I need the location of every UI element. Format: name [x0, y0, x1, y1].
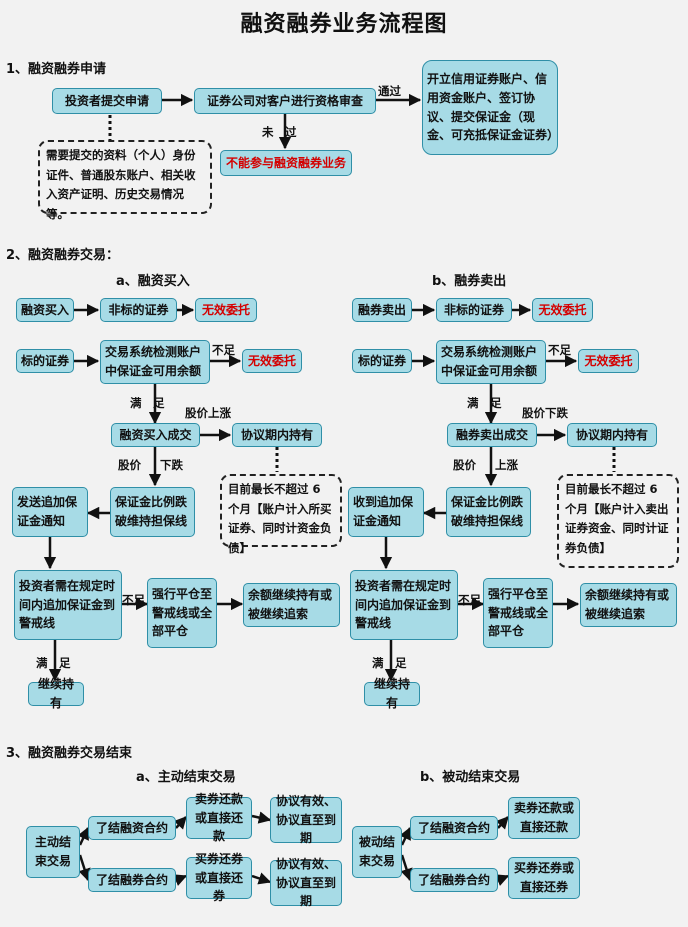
a-ratio-box: 保证金比例跌破维持担保线 [110, 487, 195, 537]
passive-close-sec-box: 了结融券合约 [410, 868, 498, 892]
a-price-label: 股价 [118, 458, 141, 472]
docs-note: 需要提交的资料（个人）身份证件、普通股东账户、相关收入资产证明、历史交易情况等。 [38, 140, 212, 221]
active-repay-sec-box: 买券还券或直接还券 [186, 852, 252, 903]
a-invalid2-box: 无效委托 [242, 349, 302, 373]
active-valid2-box: 协议有效、协议直至到期 [270, 857, 342, 908]
section-3-heading: 3、融资融券交易结束 [6, 746, 133, 761]
b-price-dir-label: 上涨 [495, 458, 518, 472]
a-nonstd-box: 非标的证券 [100, 298, 177, 322]
b-price-move-label: 股价下跌 [522, 406, 568, 420]
active-repay-cash-box: 卖券还款或直接还款 [186, 792, 252, 843]
a-force-box: 强行平仓至警戒线或全部平仓 [147, 578, 217, 648]
b-check-box: 交易系统检测账户中保证金可用余额 [436, 340, 546, 384]
b-force-box: 强行平仓至警戒线或全部平仓 [483, 578, 553, 648]
a-hold-note: 目前最长不超过 6 个月【账户计入所买证券、同时计资金负债】 [220, 474, 342, 555]
a-success-box: 融资买入成交 [111, 423, 200, 447]
a-hold-box: 协议期内持有 [232, 423, 322, 447]
a-std-box: 标的证券 [16, 349, 74, 373]
passive-repay-cash-box: 卖券还款或直接还款 [508, 797, 580, 839]
section-2-heading: 2、融资融券交易： [6, 248, 120, 263]
b-price-label: 股价 [453, 458, 476, 472]
fail-label: 未 过 [262, 125, 297, 139]
a-ok-label: 满 足 [130, 396, 165, 410]
active-close-fin-box: 了结融资合约 [88, 816, 176, 840]
b-std-box: 标的证券 [352, 349, 412, 373]
b-remain-box: 余额继续持有或被继续追索 [580, 583, 677, 627]
b-continue-box: 继续持有 [364, 677, 420, 710]
apply-box: 投资者提交申请 [52, 88, 162, 114]
b-success-box: 融券卖出成交 [447, 423, 537, 447]
b-hold-note: 目前最长不超过 6 个月【账户计入卖出证券资金、同时计证券负债】 [557, 474, 679, 568]
b-insufficient2-label: 不足 [458, 593, 481, 607]
active-close-sec-box: 了结融券合约 [88, 868, 176, 892]
a-price-move-label: 股价上涨 [185, 406, 231, 420]
b-invalid2-box: 无效委托 [578, 349, 639, 373]
a-invalid1-box: 无效委托 [195, 298, 257, 322]
a-check-box: 交易系统检测账户中保证金可用余额 [100, 340, 210, 384]
section-3b-title: b、被动结束交易 [420, 770, 521, 785]
section-2a-title: a、融资买入 [116, 274, 190, 289]
b-invalid1-box: 无效委托 [532, 298, 593, 322]
end-passive-box: 被动结束交易 [352, 826, 402, 878]
b-nonstd-box: 非标的证券 [436, 298, 512, 322]
b-start-box: 融券卖出 [352, 298, 412, 322]
a-start-box: 融资买入 [16, 298, 74, 322]
b-hold-box: 协议期内持有 [567, 423, 657, 447]
a-price-dir-label: 下跌 [160, 458, 183, 472]
open-account-box: 开立信用证券账户、信用资金账户、签订协议、提交保证金（现金、可充抵保证金证券） [422, 60, 559, 155]
section-3a-title: a、主动结束交易 [136, 770, 236, 785]
section-2b-title: b、融券卖出 [432, 274, 507, 289]
a-insufficient2-label: 不足 [122, 593, 145, 607]
b-notify-box: 收到追加保证金通知 [348, 487, 424, 537]
passive-repay-sec-box: 买券还券或直接还券 [508, 857, 580, 899]
passive-close-fin-box: 了结融资合约 [410, 816, 498, 840]
a-continue-box: 继续持有 [28, 677, 84, 710]
reject-box: 不能参与融资融券业务 [220, 150, 352, 176]
active-valid1-box: 协议有效、协议直至到期 [270, 794, 342, 845]
b-insufficient-label: 不足 [548, 343, 571, 357]
section-1-heading: 1、融资融券申请 [6, 62, 107, 77]
b-ratio-box: 保证金比例跌破维持担保线 [446, 487, 531, 537]
b-ok2-label: 满 足 [372, 656, 407, 670]
a-remain-box: 余额继续持有或被继续追索 [243, 583, 340, 627]
a-notify-box: 发送追加保证金通知 [12, 487, 88, 537]
end-active-box: 主动结束交易 [26, 826, 80, 878]
pass-label: 通过 [378, 84, 401, 98]
review-box: 证券公司对客户进行资格审查 [194, 88, 376, 114]
b-ok-label: 满 足 [467, 396, 502, 410]
b-topup-box: 投资者需在规定时间内追加保证金到警戒线 [350, 570, 458, 640]
a-topup-box: 投资者需在规定时间内追加保证金到警戒线 [14, 570, 122, 640]
a-insufficient-label: 不足 [212, 343, 235, 357]
page-title: 融资融券业务流程图 [240, 12, 448, 37]
a-ok2-label: 满 足 [36, 656, 71, 670]
